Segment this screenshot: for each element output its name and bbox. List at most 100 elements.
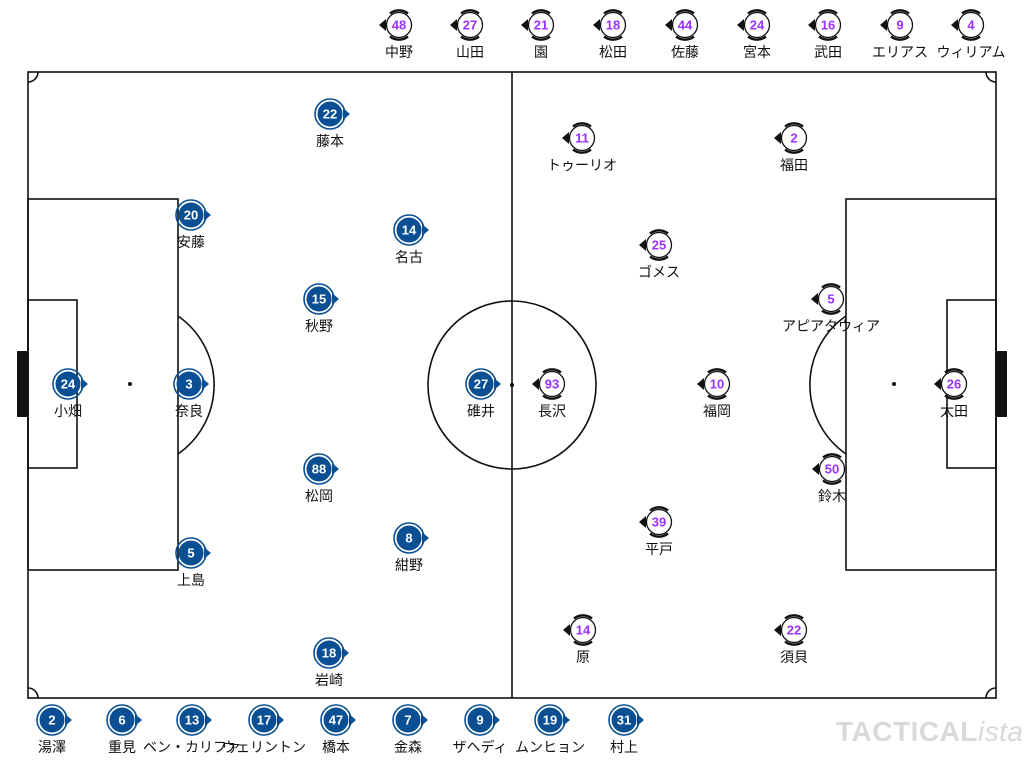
shirt-number: 16	[821, 18, 835, 33]
home-player-icon: 22	[314, 98, 350, 130]
shirt-number: 9	[476, 713, 483, 728]
player-name: エリアス	[872, 45, 928, 61]
player-name: 金森	[394, 740, 422, 756]
direction-arrow-icon	[812, 463, 819, 475]
player-name: 原	[576, 650, 590, 666]
watermark-main: TACTICAL	[836, 716, 978, 747]
away-player-icon: 21	[521, 9, 555, 41]
shirt-number: 13	[185, 713, 199, 728]
shirt-number: 26	[947, 377, 961, 392]
player-name: 紺野	[395, 558, 423, 574]
shirt-number: 24	[750, 18, 765, 33]
away-player-icon: 93	[532, 368, 566, 400]
player-name: 奈良	[175, 404, 203, 420]
direction-arrow-icon	[521, 19, 528, 31]
shirt-number: 7	[404, 713, 411, 728]
direction-arrow-icon	[593, 19, 600, 31]
home-player-icon: 19	[534, 704, 570, 736]
away-player-icon: 22	[774, 614, 808, 646]
player-name: 岩崎	[315, 673, 343, 689]
away-player-icon: 18	[593, 9, 627, 41]
player-name: ウィリアム	[936, 45, 1006, 61]
away-player-icon: 27	[450, 9, 484, 41]
direction-arrow-icon	[450, 19, 457, 31]
shirt-number: 9	[896, 18, 903, 33]
shirt-number: 2	[48, 713, 55, 728]
home-player-icon: 9	[464, 704, 500, 736]
away-player-icon: 50	[812, 453, 846, 485]
player-name: ベン・カリファ	[143, 740, 241, 756]
shirt-number: 48	[392, 18, 406, 33]
away-player-icon: 10	[697, 368, 731, 400]
direction-arrow-icon	[951, 19, 958, 31]
shirt-number: 19	[543, 713, 557, 728]
home-player-icon: 13	[176, 704, 212, 736]
corner-arc-tr	[985, 71, 997, 83]
direction-arrow-icon	[934, 378, 941, 390]
centre-circle	[427, 300, 597, 470]
away-player-icon: 24	[737, 9, 771, 41]
player-name: ムンヒョン	[515, 740, 585, 756]
player-name: 園	[534, 45, 548, 61]
player-name: 秋野	[305, 319, 333, 335]
home-player-icon: 6	[106, 704, 142, 736]
centre-spot	[510, 383, 514, 387]
shirt-number: 5	[827, 292, 834, 307]
home-player-icon: 5	[175, 537, 211, 569]
home-player-icon: 31	[608, 704, 644, 736]
home-player-icon: 88	[303, 453, 339, 485]
direction-arrow-icon	[811, 293, 818, 305]
direction-arrow-icon	[774, 132, 781, 144]
shirt-number: 27	[474, 377, 488, 392]
home-player-icon: 24	[52, 368, 88, 400]
player-name: ゴメス	[638, 265, 680, 281]
left-goal	[17, 351, 28, 417]
shirt-number: 17	[257, 713, 271, 728]
shirt-number: 22	[323, 107, 337, 122]
direction-arrow-icon	[532, 378, 539, 390]
away-player-icon: 16	[808, 9, 842, 41]
player-name: 橋本	[322, 740, 350, 756]
direction-arrow-icon	[880, 19, 887, 31]
home-player-icon: 15	[303, 283, 339, 315]
player-name: 福岡	[703, 404, 731, 420]
shirt-number: 11	[575, 131, 589, 146]
direction-arrow-icon	[697, 378, 704, 390]
home-player-icon: 47	[320, 704, 356, 736]
home-player-icon: 14	[393, 214, 429, 246]
away-player-icon: 4	[951, 9, 985, 41]
player-name: 小畑	[54, 404, 82, 420]
player-name: 宮本	[743, 45, 771, 61]
player-name: 武田	[814, 45, 842, 61]
shirt-number: 18	[606, 18, 620, 33]
away-player-icon: 48	[379, 9, 413, 41]
right-penalty-spot	[892, 382, 896, 386]
shirt-number: 5	[187, 546, 194, 561]
watermark-italic: ista	[977, 716, 1024, 747]
away-player-icon: 39	[639, 506, 673, 538]
away-player-icon: 5	[811, 283, 845, 315]
player-name: 碓井	[467, 404, 495, 420]
player-name: 名古	[395, 250, 423, 266]
player-name: 平戸	[645, 542, 673, 558]
direction-arrow-icon	[737, 19, 744, 31]
shirt-number: 18	[322, 646, 336, 661]
shirt-number: 14	[402, 223, 417, 238]
player-name: 藤本	[316, 134, 344, 150]
away-player-icon: 26	[934, 368, 968, 400]
away-player-icon: 14	[563, 614, 597, 646]
home-player-icon: 8	[393, 522, 429, 554]
corner-arc-bl	[27, 687, 39, 699]
player-name: 村上	[610, 740, 638, 756]
player-name: トゥーリオ	[547, 158, 617, 174]
player-name: 松田	[599, 45, 627, 61]
player-name: アピアタウィア	[782, 319, 880, 335]
shirt-number: 88	[312, 462, 326, 477]
shirt-number: 47	[329, 713, 343, 728]
left-penalty-arc	[177, 315, 215, 455]
right-goal	[996, 351, 1007, 417]
home-player-icon: 7	[392, 704, 428, 736]
direction-arrow-icon	[563, 624, 570, 636]
player-name: 須貝	[780, 650, 808, 666]
